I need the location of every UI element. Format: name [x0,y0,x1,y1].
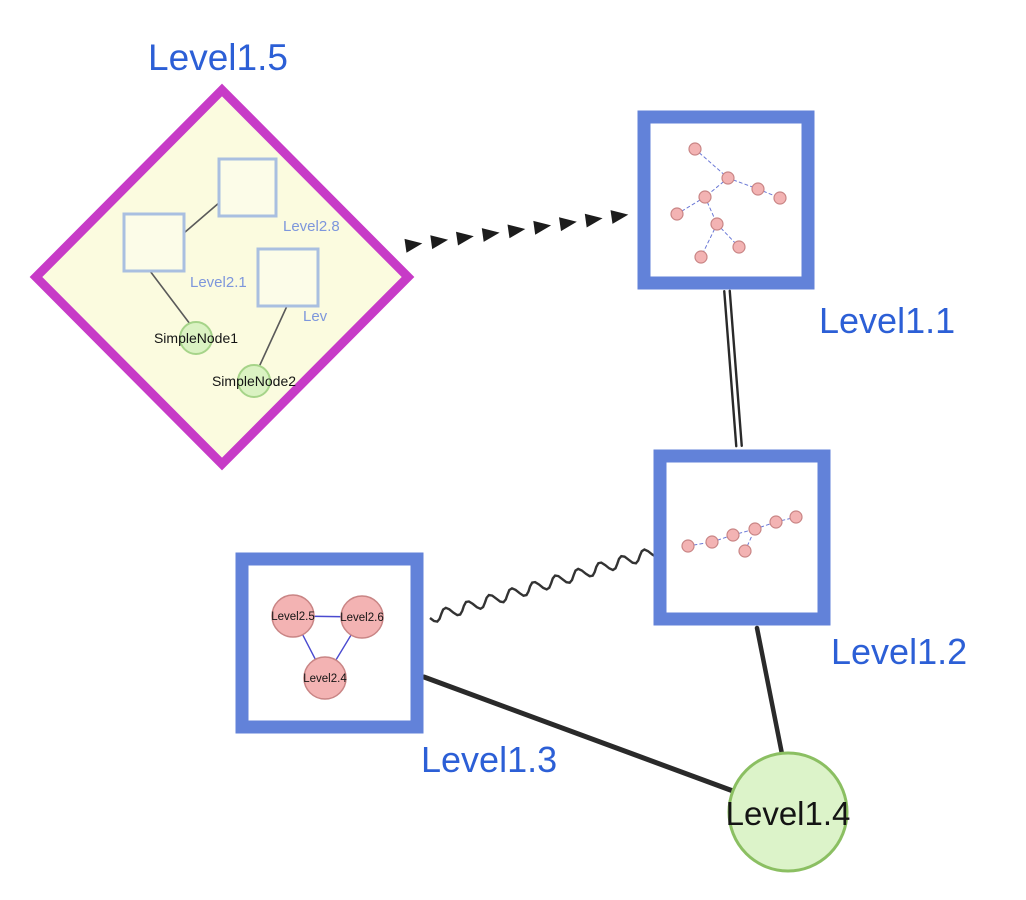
edge-level15-level11[interactable] [430,235,449,250]
node-level2-6[interactable] [340,595,384,639]
edge-level15-level11[interactable] [481,228,500,242]
node-mini-level1-1-3[interactable] [670,207,684,221]
label-level2-5: Level2.5 [271,611,314,623]
edge-level15-level11[interactable] [610,210,629,224]
label-level1-5: Level1.5 [148,37,288,78]
node-mini-level1-2-1[interactable] [705,535,719,549]
edge-mini-level1-1[interactable] [694,148,729,179]
edge-level11-level12[interactable] [723,290,738,448]
node-mini-level1-2-4[interactable] [769,515,783,529]
node-mini-level1-1-2[interactable] [698,190,712,204]
node-mini-level1-2-3[interactable] [748,522,762,536]
label-level1-1: Level1.1 [819,300,955,341]
node-mini-level1-2-6[interactable] [738,544,752,558]
label-level1-4: Level1.4 [726,795,851,832]
edge-level1-5-inner-1[interactable] [149,270,191,325]
node-level2-4[interactable] [303,656,347,700]
node-mini-level1-1-4[interactable] [751,182,765,196]
edge-level15-level11[interactable] [559,217,577,232]
node-level2-5[interactable] [271,594,315,638]
label-level2-6: Level2.6 [340,612,383,624]
edge-level15-level11[interactable] [404,238,423,253]
node-level1-5[interactable] [29,83,415,471]
node-mini-level1-1-1[interactable] [721,171,735,185]
edge-level15-level11[interactable] [533,220,552,235]
label-simplenode1: SimpleNode1 [154,330,238,346]
label-level2-7: Lev [303,308,328,325]
label-level1-3: Level1.3 [421,739,557,780]
node-mini-level1-1-0[interactable] [688,142,702,156]
edge-level15-level11[interactable] [456,231,474,246]
node-mini-level1-2-2[interactable] [726,528,740,542]
edge-level11-level12[interactable] [728,289,743,447]
node-mini-level1-1-8[interactable] [694,250,708,264]
node-level2-7[interactable] [256,247,320,308]
edge-level1-5-inner-2[interactable] [258,305,288,368]
node-mini-level1-1-7[interactable] [732,240,746,254]
edge-level1-5-inner-0[interactable] [183,201,221,234]
node-mini-level1-2-5[interactable] [789,510,803,524]
node-simplenode2[interactable] [237,364,271,398]
node-mini-level1-2-0[interactable] [681,539,695,553]
edge-level13-level14[interactable] [421,674,736,794]
node-level1-2[interactable] [653,449,831,626]
node-level2-1[interactable] [122,212,186,273]
node-mini-level1-1-6[interactable] [710,217,724,231]
node-level1-3[interactable] [235,552,424,734]
node-mini-level1-1-5[interactable] [773,191,787,205]
label-level1-2: Level1.2 [831,631,967,672]
label-level2-4: Level2.4 [303,673,347,685]
node-level1-4[interactable] [727,751,849,873]
label-level2-1: Level2.1 [190,274,247,291]
edge-level13-level12[interactable] [429,548,657,623]
edge-level12-level14[interactable] [754,625,785,757]
label-level2-8: Level2.8 [283,218,340,235]
edge-level15-level11[interactable] [507,224,526,239]
label-simplenode2: SimpleNode2 [212,373,296,389]
node-level2-8[interactable] [217,157,278,218]
edge-level15-level11[interactable] [584,213,603,228]
node-simplenode1[interactable] [179,321,213,355]
